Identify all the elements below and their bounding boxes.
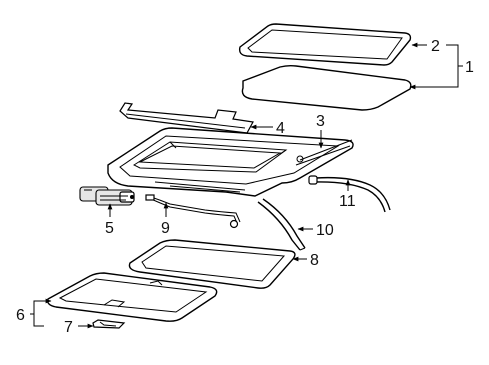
lower-seal-frame [128,239,296,289]
callout-5: 5 [105,220,114,237]
sunshade-panel [46,272,218,322]
callout-2: 2 [431,38,440,55]
callout-6: 6 [16,307,25,324]
callout-9: 9 [161,220,170,237]
callout-3: 3 [316,113,325,130]
leader-lines [30,42,463,329]
callout-1: 1 [465,59,474,76]
wind-deflector [119,102,254,134]
sunshade-handle [92,319,126,329]
callout-11: 11 [339,193,356,210]
callout-7: 7 [64,319,73,336]
callout-4: 4 [276,120,285,137]
drain-hose-rear [308,175,391,213]
callout-8: 8 [310,252,319,269]
glass-panel [241,64,412,111]
drain-hose-front [257,198,306,251]
glass-seal-frame [238,23,412,66]
sunroof-motor [79,186,135,206]
sunroof-frame-housing [107,127,354,197]
callout-10: 10 [316,222,334,239]
wire-harness [145,194,241,229]
